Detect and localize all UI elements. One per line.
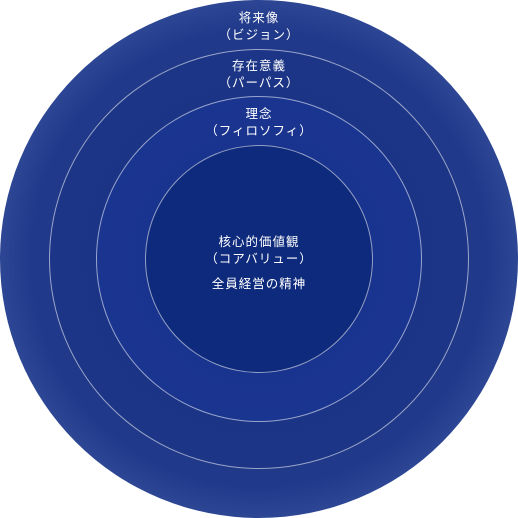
core-title: 核心的価値観 [218, 234, 300, 249]
vision-reading: （ビジョン） [218, 27, 300, 42]
purpose-title: 存在意義 [231, 58, 286, 73]
philosophy-label: 理念 （フィロソフィ） [0, 105, 518, 139]
purpose-label: 存在意義 （パーパス） [0, 57, 518, 91]
vision-title: 将来像 [238, 10, 280, 25]
vision-label: 将来像 （ビジョン） [0, 9, 518, 43]
philosophy-reading: （フィロソフィ） [205, 123, 313, 138]
philosophy-title: 理念 [245, 106, 273, 121]
purpose-reading: （パーパス） [218, 75, 300, 90]
core-label: 核心的価値観 （コアバリュー） 全員経営の精神 [0, 233, 518, 292]
core-reading: （コアバリュー） [205, 251, 313, 266]
core-value-circle [145, 145, 373, 373]
core-spirit-text: 全員経営の精神 [211, 276, 307, 291]
